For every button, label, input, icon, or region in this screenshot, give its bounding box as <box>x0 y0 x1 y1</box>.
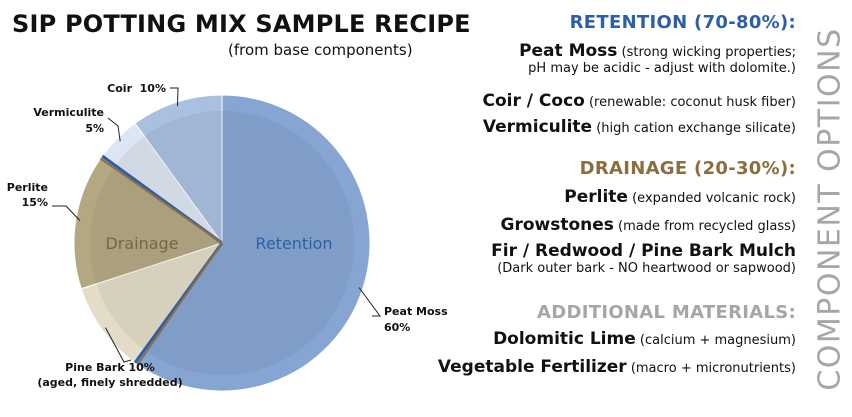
component-options-vertical-label: COMPONENT OPTIONS <box>810 4 850 414</box>
pie-slice-inner-shade <box>144 111 354 375</box>
component-description: (strong wicking properties; <box>617 45 796 60</box>
component-description: (made from recycled glass) <box>613 219 796 234</box>
component-description: (high cation exchange silicate) <box>592 121 796 136</box>
slice-value-label: 15% <box>22 196 48 209</box>
component-name: Fir / Redwood / Pine Bark Mulch <box>491 241 796 261</box>
slice-value-label: 60% <box>384 321 410 334</box>
section-heading: ADDITIONAL MATERIALS: <box>537 302 796 323</box>
slice-value-label: (aged, finely shredded) <box>37 376 182 389</box>
component-description: (renewable: coconut husk fiber) <box>584 95 796 110</box>
pie-slice-inner-shade <box>96 243 222 350</box>
component-option-item: Vegetable Fertilizer (macro + micronutri… <box>437 357 796 378</box>
pie-slice-coir <box>134 94 223 245</box>
component-description: (macro + micronutrients) <box>626 361 796 376</box>
pie-slice-inner-shade <box>144 111 222 243</box>
pie-slice-perlite <box>73 155 224 290</box>
section-heading: DRAINAGE (20-30%): <box>579 158 796 179</box>
leader-line <box>358 287 381 317</box>
slice-label: Vermiculite <box>33 106 104 119</box>
slice-label: Peat Moss <box>384 305 448 318</box>
pie-slice-pine-bark <box>80 242 224 364</box>
component-option-item: Dolomitic Lime (calcium + magnesium) <box>493 329 796 350</box>
component-name: Dolomitic Lime <box>493 329 636 349</box>
component-name: Vegetable Fertilizer <box>437 357 627 377</box>
slice-label: Perlite <box>7 181 48 194</box>
group-label-retention: Retention <box>255 234 332 253</box>
component-description: (expanded volcanic rock) <box>627 191 796 206</box>
slice-label: Pine Bark 10% <box>65 361 155 374</box>
vertical-label-text: COMPONENT OPTIONS <box>812 27 848 391</box>
component-name: Peat Moss <box>519 41 618 61</box>
component-option-item: Vermiculite (high cation exchange silica… <box>482 117 796 138</box>
leader-line <box>105 327 132 363</box>
component-option-item: Fir / Redwood / Pine Bark Mulch(Dark out… <box>491 241 796 276</box>
component-name: Growstones <box>500 215 614 235</box>
group-divider-line-secondary <box>136 242 223 366</box>
group-label-drainage: Drainage <box>105 234 178 253</box>
component-description: (calcium + magnesium) <box>635 333 796 348</box>
component-name: Vermiculite <box>482 117 593 137</box>
slice-label: Coir 10% <box>107 82 166 95</box>
pie-slice-inner-shade <box>89 165 222 284</box>
component-option-item: Growstones (made from recycled glass) <box>500 215 797 236</box>
component-name: Coir / Coco <box>482 91 585 111</box>
pie-slice-peat-moss <box>134 94 371 392</box>
component-option-item: Perlite (expanded volcanic rock) <box>564 187 796 208</box>
component-option-item: Coir / Coco (renewable: coconut husk fib… <box>482 91 796 112</box>
component-description-line2: pH may be acidic - adjust with dolomite.… <box>528 60 796 76</box>
leader-line <box>52 205 81 221</box>
page-title: SIP POTTING MIX SAMPLE RECIPE <box>12 10 471 38</box>
section-heading: RETENTION (70-80%): <box>569 12 796 33</box>
leader-line <box>107 117 121 142</box>
slice-value-label: 5% <box>85 122 104 135</box>
component-name: Perlite <box>564 187 628 207</box>
page-subtitle: (from base components) <box>228 41 413 59</box>
group-divider-line-secondary <box>99 157 223 244</box>
component-description-line2: (Dark outer bark - NO heartwood or sapwo… <box>497 260 796 276</box>
component-option-item: Peat Moss (strong wicking properties;pH … <box>519 41 796 76</box>
pie-slice-inner-shade <box>115 136 222 243</box>
leader-line <box>170 87 179 107</box>
